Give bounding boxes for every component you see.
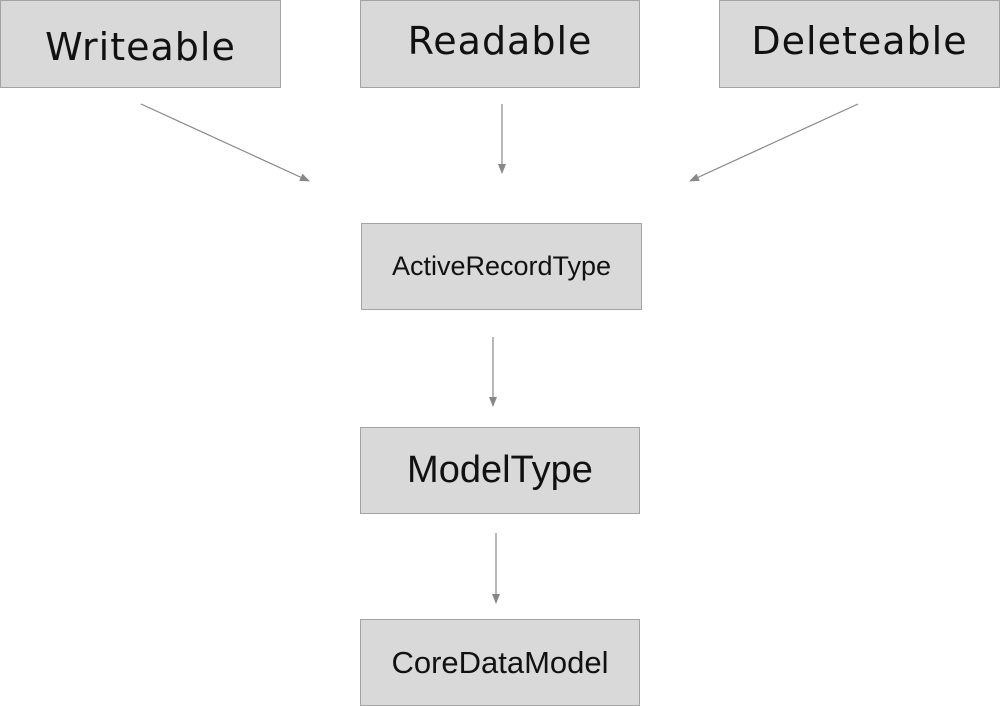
arrow-writeable-to-active-record [140, 103, 310, 182]
deleteable-label: Deleteable [751, 19, 968, 63]
active-record-type-label: ActiveRecordType [391, 251, 612, 281]
core-data-model-node: CoreDataModel [360, 619, 640, 706]
readable-node: Readable [360, 0, 640, 88]
writeable-label: Writeable [45, 25, 236, 69]
model-type-node: ModelType [360, 427, 640, 514]
model-type-label: ModelType [407, 449, 593, 491]
arrow-deleteable-to-active-record [689, 103, 859, 182]
active-record-type-node: ActiveRecordType [361, 223, 642, 310]
deleteable-node: Deleteable [719, 0, 1000, 88]
readable-label: Readable [407, 19, 593, 63]
core-data-model-label: CoreDataModel [391, 644, 609, 680]
writeable-node: Writeable [0, 0, 281, 88]
